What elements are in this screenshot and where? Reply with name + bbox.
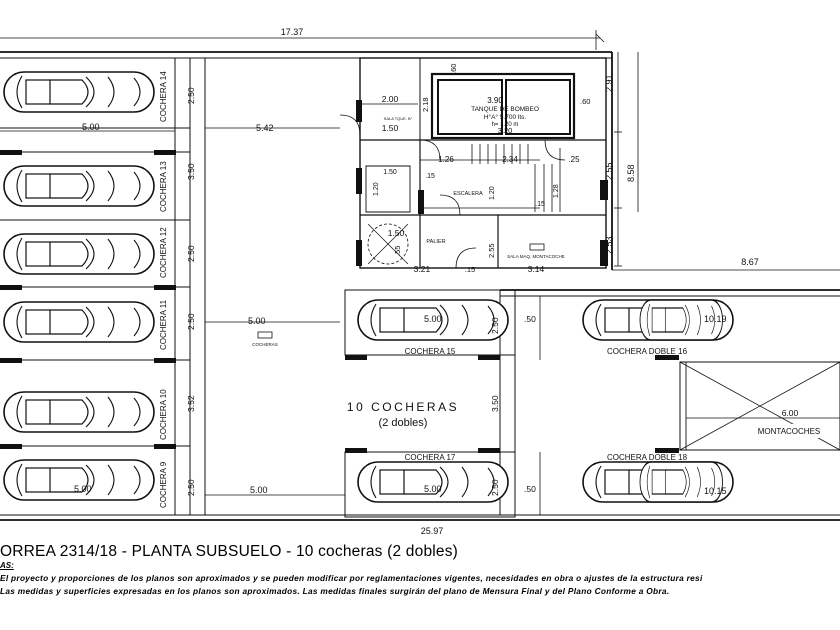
car-17 [357,461,509,503]
car-12 [3,233,155,275]
cochera-9-label: COCHERA 9 [159,461,168,508]
car-9 [3,459,155,501]
cochera-11-label: COCHERA 11 [159,299,168,350]
dim-left-b: 3.50 [186,163,196,180]
plan-title: ORREA 2314/18 - PLANTA SUBSUELO - 10 coc… [0,543,459,560]
dim-wc-h: 1.20 [373,182,380,196]
montacoches-label: MONTACOCHES [758,427,821,436]
dim-left-e2: 2.50 [186,245,196,262]
dim-parking-depth-left-low: 5.00 [74,484,92,494]
dim-maq-width: 3.14 [528,264,545,274]
sala-maq-label: SALA MAQ. MONTACOCHE [507,254,564,259]
dim-top-vertical: 2.91 [604,74,614,92]
center-wall-blocks [345,355,679,453]
dim-parking-depth-left: 5.00 [82,122,100,132]
montacoches-label-bg [744,424,834,438]
dim-tank-width: 3.90 [487,96,503,105]
aisle-dimensions [205,127,345,496]
cochera-17-label: COCHERA 17 [405,453,456,462]
tanque-label: TANQUE DE BOMBEO [471,106,539,113]
dim-left-c: 2.50 [186,313,196,330]
dim-stair-c: .25 [568,155,580,164]
car-18b [639,461,724,503]
dim-palier-h: .55 [393,246,402,256]
dim-bottom-total: 25.97 [421,526,444,536]
cochera-16-label: COCHERA DOBLE 16 [607,347,688,356]
dim-stair-e: 1.28 [553,184,560,198]
dim-right-extension: 8.67 [741,257,759,267]
tanque-h-label: h= 1.20 m [492,122,519,128]
cochera-12-label: COCHERA 12 [159,227,168,278]
cochera-10-label: COCHERA 10 [159,389,168,440]
car-11 [3,301,155,343]
dim-parking-depth-mid-low: 5.00 [424,484,442,494]
exterior-walls [0,51,840,521]
dim-stair-d: .15 [425,173,435,180]
cochera-18-label: COCHERA DOBLE 18 [607,453,688,462]
sala-maq-tag-box [529,243,545,251]
palier-label: PALIER [426,239,445,245]
escalera-label: ESCALERA [453,191,483,197]
dim-low-vertical: 2.53 [604,236,614,254]
dim-palier-width: 1.50 [388,228,405,238]
dim-aisle-mid: 5.00 [248,316,266,326]
dim-sala-depth: 1.50 [382,123,399,133]
center-subtitle: (2 dobles) [379,417,428,429]
cocheras-small-label: COCHERAS [252,342,278,347]
cocheras-tag-box [257,331,273,339]
dim-tank-left: 2.18 [421,97,430,112]
car-14 [3,71,155,113]
dim-double-bottom: 10.15 [704,486,727,496]
car-13 [3,165,155,207]
sala-tq-label: SALA TQUE. B° [384,116,413,121]
dim-tank-inner: 3.20 [498,126,513,135]
dimension-line-top [0,30,605,50]
dim-sala-width: 2.00 [382,94,399,104]
note-line-2: Las medidas y superficies expresadas en … [0,586,670,596]
right-extension-walls [500,269,840,297]
dim-gap-bottom: .50 [524,484,536,494]
dim-double-top: 10.19 [704,314,727,324]
dim-hall-width: 3.21 [414,264,431,274]
right-dimension-column [614,52,639,267]
center-title: 10 COCHERAS [347,400,459,414]
dim-montacoches-width: 6.00 [782,408,799,418]
dim-stair-f: 1.20 [489,186,496,200]
dim-maq-h: 2.55 [487,243,496,258]
dim-door-gap: .15 [465,265,475,274]
dim-left-e: 2.50 [186,479,196,496]
service-core-wall-blocks [356,100,608,266]
dim-total-width: 17.37 [281,27,304,37]
cochera-15-label: COCHERA 15 [405,347,456,356]
cochera-13-label: COCHERA 13 [159,161,168,212]
left-parking-row: COCHERA 14 COCHERA 13 COCHERA 12 COCHERA… [0,58,206,515]
dim-aisle: 5.42 [256,123,274,133]
tanque-cap-label: H°A° 5.700 lts. [484,113,527,121]
floor-plan: 17.37 2.91 2.55 8.58 2.53 8.67 [0,27,840,536]
cochera-14-label: COCHERA 14 [159,71,168,122]
service-core [339,57,607,269]
plan-caption: ORREA 2314/18 - PLANTA SUBSUELO - 10 coc… [0,540,840,630]
dim-aisle-low: 5.00 [250,485,268,495]
dim-parking-depth-mid: 5.00 [424,314,442,324]
dim-spot-mid-top: 2.50 [490,317,500,334]
dim-gap-top: .50 [524,314,536,324]
dim-total-vertical: 8.58 [626,164,636,182]
dim-left-a: 2.50 [186,87,196,104]
dim-center-vertical: 3.50 [490,395,500,412]
dim-stair-g: .15 [535,201,545,208]
dim-stair-b: 2.34 [502,155,518,164]
dim-tank-top: .60 [449,64,458,74]
notes-label: AS: [0,561,14,570]
note-line-1: El proyecto y proporciones de los planos… [0,573,703,583]
dim-tank-side: .60 [580,97,590,106]
dim-stair-a: 1.26 [438,155,454,164]
dim-left-d: 3.52 [186,395,196,412]
car-10 [3,391,155,433]
dim-mid-vertical: 2.55 [604,162,614,180]
dim-spot-mid-bottom: 2.50 [490,479,500,496]
dim-wc-w: 1.50 [383,169,397,176]
